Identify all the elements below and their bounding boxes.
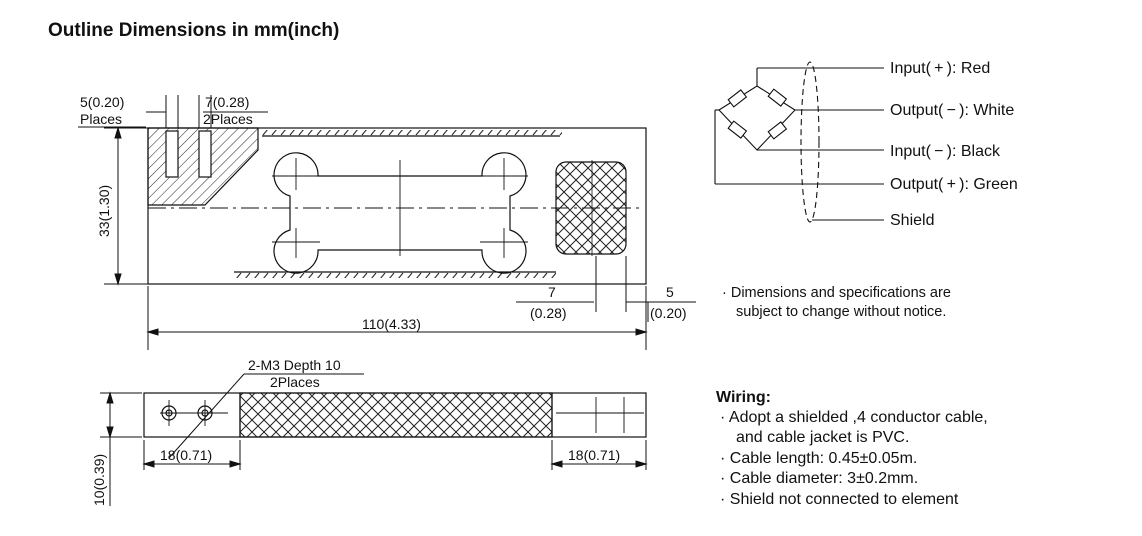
side-view [143, 392, 647, 438]
wire-output-minus: Output( − ): White [890, 102, 1014, 119]
dim-pad-offset-inch: (0.28) [530, 305, 567, 321]
dim-side-height: 10(0.39) [91, 454, 107, 506]
wiring-line-1: · Adopt a shielded ,4 conductor cable, [720, 409, 988, 426]
dim-end-margin-mm: 5 [666, 284, 674, 300]
resistor-3 [727, 120, 748, 139]
thread-places-label: 2Places [270, 374, 320, 390]
gauge-pad [555, 161, 627, 255]
notice-line-1: · Dimensions and specifications are [722, 285, 951, 301]
resistor-2 [767, 88, 788, 107]
wiring-line-3: · Cable length: 0.45±0.05m. [720, 450, 917, 467]
wiring-line-2: and cable jacket is PVC. [736, 429, 909, 446]
resistor-1 [727, 89, 748, 108]
dim-pad-offset-mm: 7 [548, 284, 556, 300]
mount-hole-right [198, 130, 212, 178]
wire-input-minus: Input( − ): Black [890, 143, 1001, 160]
dim-height-top: 33(1.30) [96, 185, 112, 237]
dim-hole-spacing-value: 5(0.20) [80, 94, 124, 110]
bottom-strain-strip [234, 272, 556, 278]
dog-bone-cutout [273, 152, 527, 274]
side-view-dimensions [100, 373, 648, 506]
dim-side-right: 18(0.71) [568, 447, 620, 463]
page-title: Outline Dimensions in mm(inch) [48, 20, 340, 41]
thread-spec-label: 2-M3 Depth 10 [248, 357, 341, 373]
wire-shield: Shield [890, 212, 934, 229]
mount-hole-left [165, 130, 179, 178]
dim-hole-width-value: 7(0.28) [205, 94, 249, 110]
bridge-schematic [714, 61, 884, 223]
dim-end-margin-inch: (0.20) [650, 305, 687, 321]
top-view-dimensions [78, 95, 696, 350]
top-view [147, 127, 647, 285]
wiring-line-5: · Shield not connected to element [720, 491, 959, 508]
dim-hole-spacing-note: Places [80, 111, 122, 127]
wiring-title: Wiring: [716, 389, 771, 406]
side-gauge-zone [239, 392, 553, 438]
dim-hole-width-note: 2Places [203, 111, 253, 127]
resistor-4 [767, 121, 788, 140]
cable-shield [800, 61, 820, 223]
dim-total-length: 110(4.33) [362, 316, 421, 332]
wire-input-plus: Input( + ): Red [890, 60, 990, 77]
load-cell-body-outline [147, 127, 647, 285]
wiring-line-4: · Cable diameter: 3±0.2mm. [720, 470, 918, 487]
dim-side-left: 18(0.71) [160, 447, 212, 463]
wire-output-plus: Output( + ): Green [890, 176, 1018, 193]
top-strain-strip [262, 130, 562, 136]
notice-line-2: subject to change without notice. [736, 304, 946, 320]
